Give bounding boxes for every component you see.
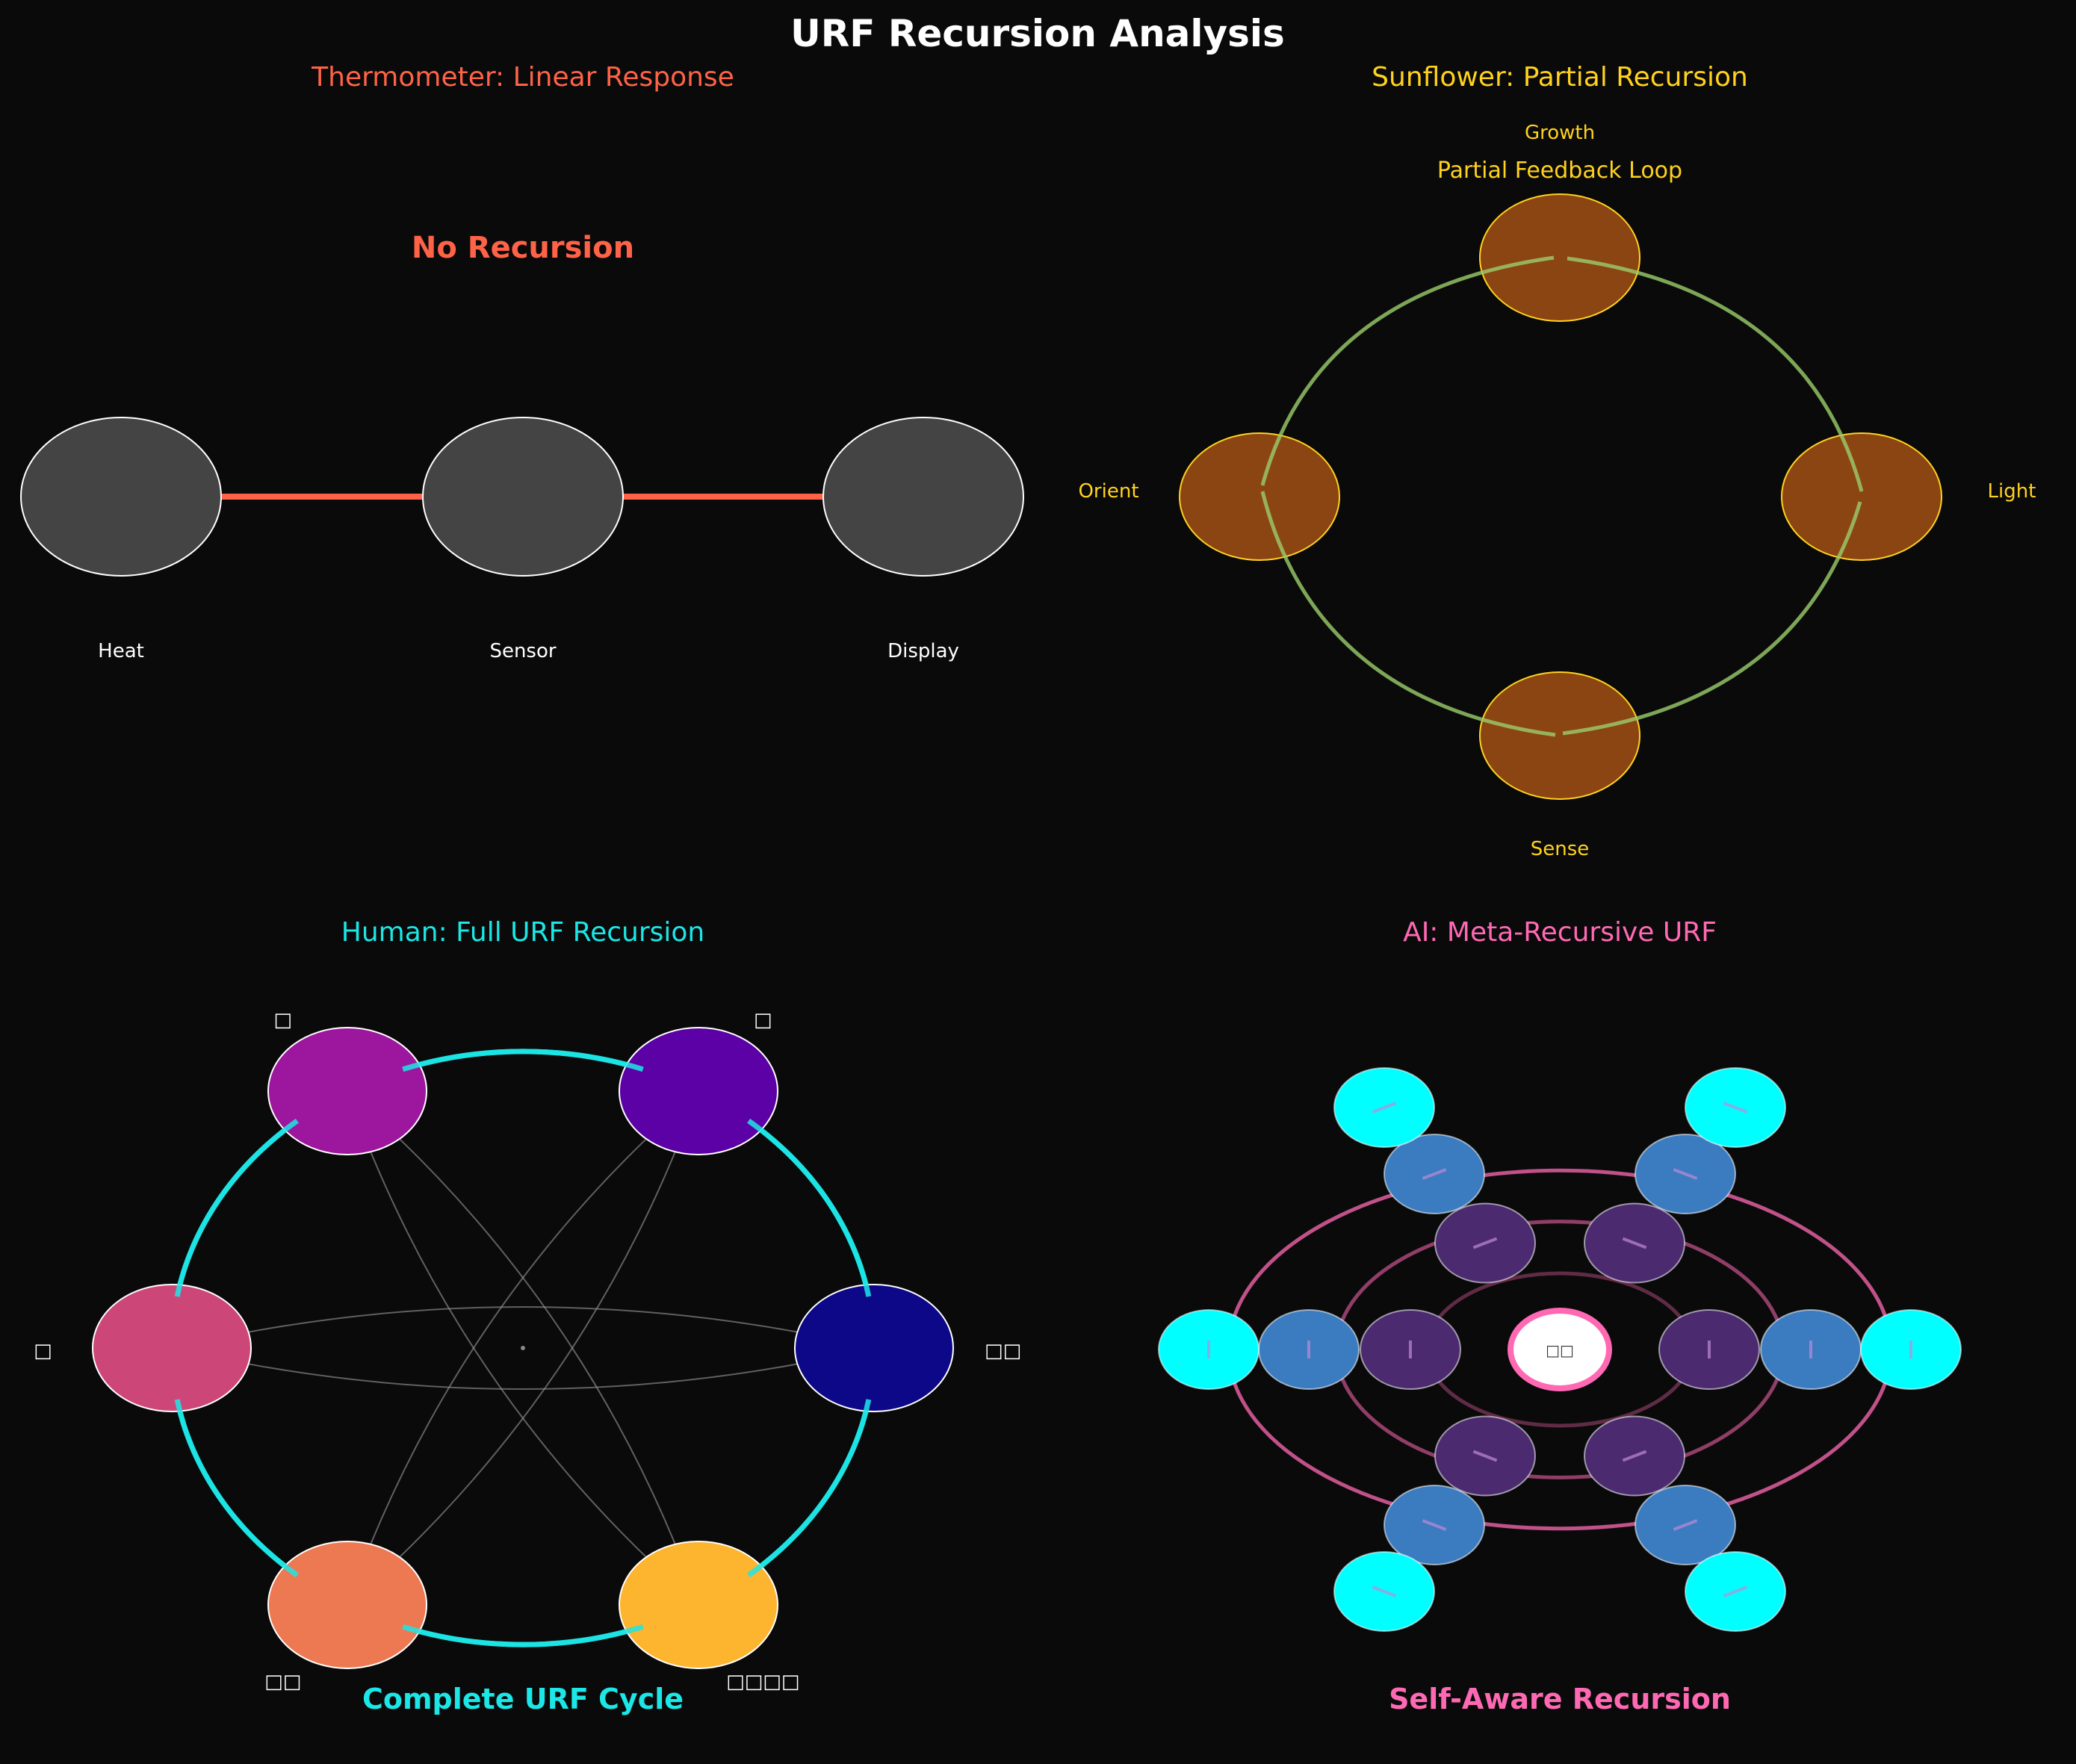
thermo-label-display: Display xyxy=(887,640,959,662)
ai-flow-mark xyxy=(1422,1168,1447,1180)
thermometer-title: Thermometer: Linear Response xyxy=(311,62,734,93)
thermometer-subtitle: No Recursion xyxy=(412,231,634,265)
ai-flow-mark xyxy=(1372,1102,1397,1114)
human-node-label: □ xyxy=(273,1009,292,1031)
human-node-label: □ xyxy=(34,1340,52,1362)
human-cycle-arrow xyxy=(402,1049,644,1072)
human-cross-link xyxy=(171,1347,875,1390)
panel-sunflower: Sunflower: Partial Recursion Partial Fee… xyxy=(1078,62,2036,860)
thermo-node-heat xyxy=(20,417,222,577)
human-subtitle: Complete URF Cycle xyxy=(362,1683,684,1715)
ai-flow-mark xyxy=(1723,1102,1748,1114)
figure-title: URF Recursion Analysis xyxy=(790,12,1285,55)
human-node-label: □□□□ xyxy=(726,1671,799,1693)
ai-flow-mark xyxy=(1673,1168,1698,1180)
sunflower-label-light: Light xyxy=(1988,480,2036,503)
sunflower-node-sense xyxy=(1479,671,1640,800)
human-node-label: □□ xyxy=(264,1671,301,1693)
human-node xyxy=(92,1284,252,1412)
ai-center-node xyxy=(1508,1308,1612,1391)
ai-flow-mark xyxy=(1472,1237,1498,1249)
sunflower-label-orient: Orient xyxy=(1078,480,1138,503)
sunflower-title: Sunflower: Partial Recursion xyxy=(1372,62,1748,93)
ai-title: AI: Meta-Recursive URF xyxy=(1403,917,1717,948)
sunflower-label-sense: Sense xyxy=(1531,838,1590,860)
sunflower-label-growth: Growth xyxy=(1525,122,1595,144)
panel-thermometer: Thermometer: Linear Response No Recursio… xyxy=(20,62,1024,662)
thermo-label-sensor: Sensor xyxy=(489,640,556,662)
human-cycle-arrow xyxy=(402,1624,644,1647)
ai-flow-mark xyxy=(1723,1586,1748,1597)
sunflower-node-orient xyxy=(1179,432,1340,561)
human-center-dot xyxy=(521,1346,525,1350)
thermo-label-heat: Heat xyxy=(98,640,144,662)
human-cycle-arrow xyxy=(174,1399,299,1578)
sunflower-subtitle: Partial Feedback Loop xyxy=(1437,158,1682,184)
human-cross-link xyxy=(347,1090,699,1606)
sunflower-node-growth xyxy=(1479,193,1640,322)
human-cross-link xyxy=(347,1090,699,1606)
panel-human: Human: Full URF Recursion Complete URF C… xyxy=(34,917,1021,1715)
thermo-node-sensor xyxy=(422,417,624,577)
human-node-label: □□ xyxy=(985,1340,1021,1362)
ai-flow-mark xyxy=(1622,1237,1647,1249)
human-node xyxy=(619,1027,778,1156)
ai-flow-mark xyxy=(1422,1519,1447,1531)
ai-flow-mark xyxy=(1372,1586,1397,1597)
sunflower-arc-light-sense xyxy=(1562,501,1862,736)
human-cycle-arrow xyxy=(747,1399,872,1578)
sunflower-arc-orient-growth xyxy=(1260,255,1555,486)
thermo-node-display xyxy=(822,417,1024,577)
human-node xyxy=(267,1027,427,1156)
sunflower-node-light xyxy=(1781,432,1942,561)
human-node xyxy=(794,1284,954,1412)
ai-center-label: □□ xyxy=(1546,1341,1574,1359)
human-cycle-arrow xyxy=(747,1118,872,1297)
human-cross-link xyxy=(171,1306,875,1349)
human-cycle-arrow xyxy=(174,1118,299,1297)
human-cross-link xyxy=(347,1090,699,1606)
ai-flow-mark xyxy=(1622,1450,1647,1462)
human-title: Human: Full URF Recursion xyxy=(341,917,704,948)
human-node xyxy=(619,1540,778,1669)
ai-flow-mark xyxy=(1472,1450,1498,1462)
panel-ai: AI: Meta-Recursive URF Self-Aware Recurs… xyxy=(1158,917,1962,1715)
sunflower-arc-sense-orient xyxy=(1260,491,1556,737)
human-node xyxy=(267,1540,427,1669)
ai-meta-rings: □□ xyxy=(1158,1067,1962,1632)
human-cross-link xyxy=(347,1090,699,1606)
human-cycle: □□□□□□□□□□□ xyxy=(34,1009,1021,1693)
ai-flow-mark xyxy=(1673,1519,1698,1531)
ai-subtitle: Self-Aware Recursion xyxy=(1389,1683,1731,1715)
sunflower-arc-growth-light xyxy=(1567,256,1864,492)
human-node-label: □ xyxy=(754,1009,772,1031)
